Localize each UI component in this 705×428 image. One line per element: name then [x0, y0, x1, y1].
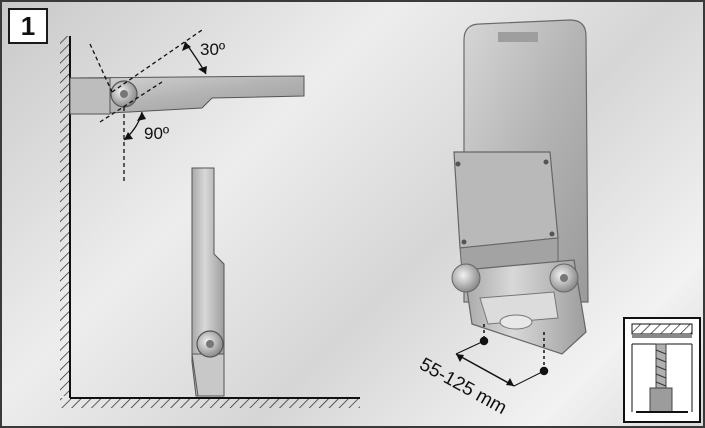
brand-logo-icon [498, 32, 538, 42]
step-number-badge: 1 [8, 8, 48, 44]
floor [60, 397, 360, 408]
upper-bracket [69, 75, 305, 115]
angle-label-top: 30º [200, 40, 226, 59]
wall [60, 36, 71, 398]
inset-detail [623, 317, 701, 423]
charger-device [451, 19, 589, 355]
dimension-line [455, 324, 549, 387]
lower-bracket [191, 167, 225, 397]
angle-guides [89, 29, 207, 184]
device-left-pivot-icon [451, 263, 481, 293]
angle-label-bottom: 90º [144, 124, 170, 143]
